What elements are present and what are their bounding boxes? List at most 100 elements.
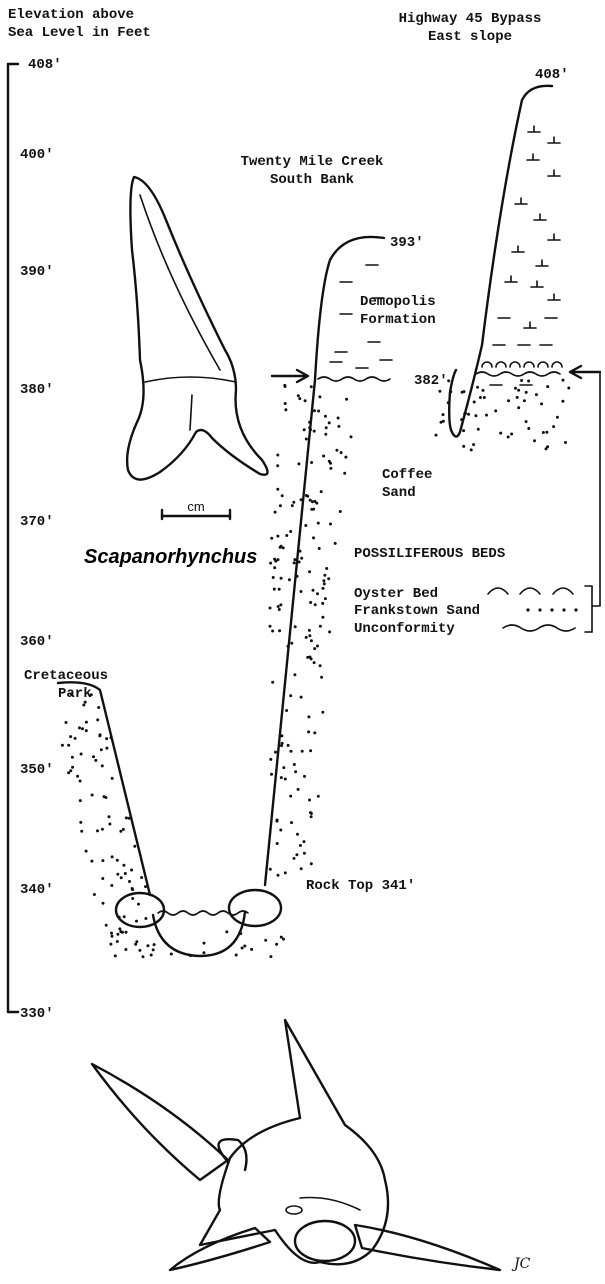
sand-dot	[116, 873, 119, 876]
sand-dot	[318, 395, 321, 398]
tooth-root-line	[145, 377, 236, 382]
shark-body-outline	[200, 1020, 388, 1264]
sand-dot	[517, 406, 520, 409]
unconformity-symbol	[503, 625, 575, 631]
sand-dot	[337, 425, 340, 428]
sand-dot	[485, 414, 488, 417]
sand-dot	[297, 394, 300, 397]
sand-dot	[316, 592, 319, 595]
sand-dot	[300, 696, 303, 699]
sand-dot	[317, 410, 320, 413]
highway-unconformity-382	[476, 372, 560, 376]
sand-dot	[281, 494, 284, 497]
sand-dot	[345, 398, 348, 401]
sand-dot	[118, 916, 121, 919]
sand-dot	[278, 588, 281, 591]
sand-dot	[78, 726, 81, 729]
sand-dot	[130, 869, 133, 872]
sand-dot	[343, 472, 346, 475]
sand-dot	[315, 502, 318, 505]
sand-dot	[463, 412, 466, 415]
sand-dot	[293, 857, 296, 860]
sand-dot	[514, 387, 517, 390]
sand-dot	[250, 948, 253, 951]
tooth-genus-label: Scapanorhynchus	[84, 546, 257, 568]
sand-dot	[281, 742, 284, 745]
sand-dot	[116, 933, 119, 936]
sand-dot	[474, 414, 477, 417]
sand-dot	[312, 589, 315, 592]
sand-dot	[276, 535, 279, 538]
sand-dot	[123, 915, 126, 918]
shark-pectoral-fin-right	[355, 1225, 500, 1270]
sand-dot	[105, 747, 108, 750]
sand-dot	[71, 756, 74, 759]
sand-dot	[321, 616, 324, 619]
sand-dot	[90, 693, 93, 696]
sand-dot	[293, 673, 296, 676]
sand-dot	[329, 523, 332, 526]
sand-dot	[85, 721, 88, 724]
boulder-right	[229, 890, 281, 926]
shark-eye	[286, 1206, 302, 1214]
sand-dot	[289, 795, 292, 798]
sand-dot	[116, 940, 119, 943]
sand-dot	[100, 748, 103, 751]
sand-dot	[116, 859, 119, 862]
tick-label-390: 390′	[20, 264, 54, 280]
creek-unconformity	[158, 911, 248, 915]
sand-dot	[308, 421, 311, 424]
highway-label-line1: Highway 45 Bypass	[399, 11, 542, 27]
sand-dot	[303, 775, 306, 778]
sand-dot	[96, 718, 99, 721]
sand-dot	[447, 401, 450, 404]
sand-dot	[310, 461, 313, 464]
sand-dot	[98, 734, 101, 737]
sand-dot	[306, 495, 309, 498]
sand-dot	[293, 558, 296, 561]
sand-dot	[277, 605, 280, 608]
sand-dot	[280, 734, 283, 737]
coffee-label-line2: Sand	[382, 485, 416, 501]
sand-dot	[140, 876, 143, 879]
sand-dot	[296, 833, 299, 836]
sand-dot	[320, 676, 323, 679]
park-label-line2: Park	[58, 686, 92, 702]
sand-dot	[556, 416, 559, 419]
sand-dot	[269, 868, 272, 871]
sand-dot	[463, 390, 466, 393]
sand-dot	[324, 415, 327, 418]
sand-dot	[269, 607, 272, 610]
sand-dot	[276, 488, 279, 491]
sand-dot	[322, 579, 325, 582]
sand-dot	[442, 413, 445, 416]
sand-dot	[91, 794, 94, 797]
sand-dot	[138, 949, 141, 952]
sand-dot	[542, 431, 545, 434]
sand-dot	[110, 884, 113, 887]
sand-dot	[101, 828, 104, 831]
sand-dot	[287, 645, 290, 648]
sand-dot	[273, 558, 276, 561]
sand-dot	[105, 737, 108, 740]
sand-dot	[269, 625, 272, 628]
sand-dot	[313, 661, 316, 664]
sand-dot	[308, 570, 311, 573]
terrain-profile	[58, 86, 600, 956]
sand-dot	[285, 534, 288, 537]
sand-dot	[467, 413, 470, 416]
sand-dot	[297, 462, 300, 465]
sand-dot	[276, 454, 279, 457]
sand-dot	[269, 955, 272, 958]
sand-dot	[269, 758, 272, 761]
sand-dot	[94, 759, 97, 762]
creek-label-line1: Twenty Mile Creek	[241, 154, 384, 170]
sand-dot	[328, 421, 331, 424]
sand-dot	[462, 445, 465, 448]
sand-dot	[264, 939, 267, 942]
sand-dot	[133, 845, 136, 848]
rock-top-label: Rock Top 341′	[306, 878, 415, 894]
site-labels: Highway 45 Bypass East slope 408′ Twenty…	[24, 11, 569, 894]
sand-dot	[108, 815, 111, 818]
